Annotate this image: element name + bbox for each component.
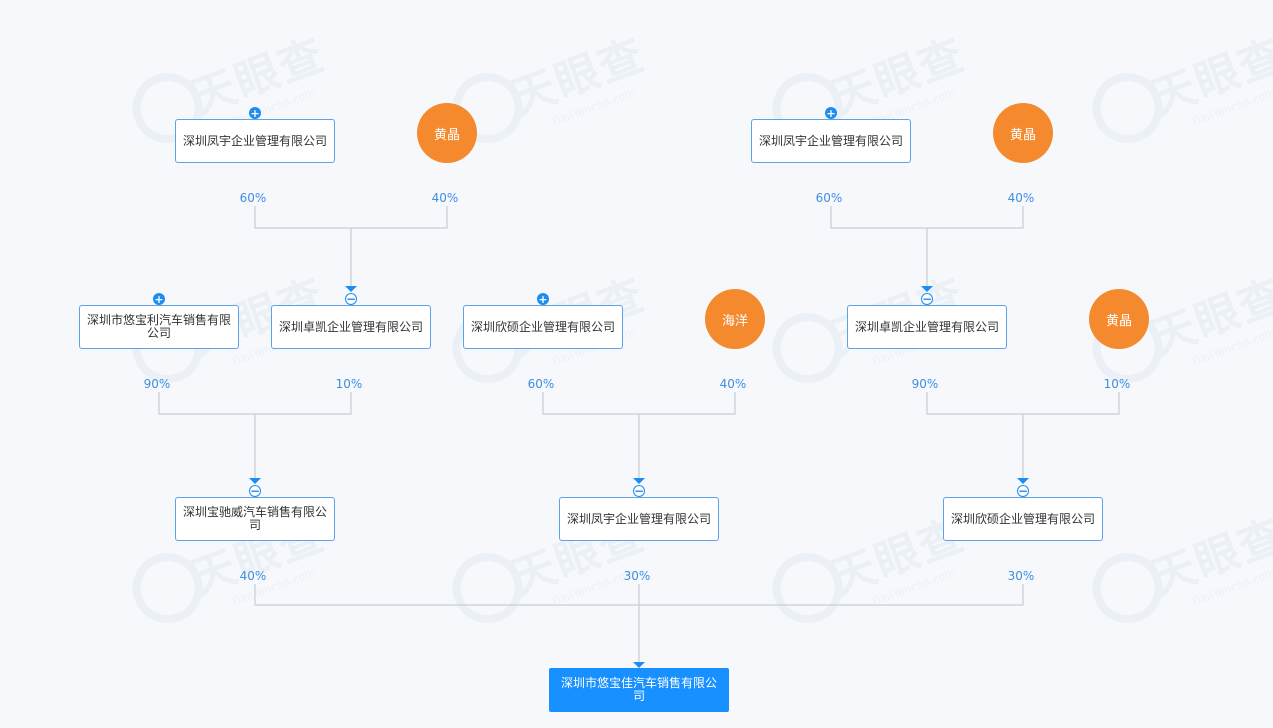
node-label: 深圳宝驰威汽车销售有限公司 (182, 505, 327, 532)
collapse-icon[interactable]: − (1017, 483, 1029, 498)
share-percent: 60% (815, 191, 843, 205)
arrow-head (921, 286, 933, 292)
person-node-haiyang[interactable]: 海洋 (705, 289, 765, 349)
node-label: 深圳凤宇企业管理有限公司 (566, 511, 711, 526)
connector-line (926, 392, 1120, 415)
arrow-head (345, 286, 357, 292)
node-label: 深圳市悠宝利汽车销售有限公司 (86, 313, 231, 340)
connector-line (830, 206, 1024, 229)
person-node-huangjing[interactable]: 黄晶 (417, 103, 477, 163)
connector-line (254, 206, 448, 229)
node-label: 深圳凤宇企业管理有限公司 (182, 133, 327, 148)
share-percent: 10% (335, 377, 363, 391)
connector-line (542, 392, 736, 415)
company-node-zhuokai[interactable]: 深圳卓凯企业管理有限公司 (271, 305, 431, 349)
arrow-head (633, 478, 645, 484)
collapse-icon[interactable]: − (345, 291, 357, 306)
node-label: 深圳欣硕企业管理有限公司 (470, 319, 615, 334)
share-percent: 40% (719, 377, 747, 391)
share-percent: 30% (1007, 569, 1035, 583)
company-node-xinshuo[interactable]: 深圳欣硕企业管理有限公司 (943, 497, 1103, 541)
arrow-head (633, 662, 645, 668)
arrow-head (1017, 478, 1029, 484)
collapse-icon[interactable]: − (249, 483, 261, 498)
expand-icon[interactable]: + (153, 292, 165, 306)
arrow-head (249, 478, 261, 484)
company-node-xinshuo[interactable]: 深圳欣硕企业管理有限公司 (463, 305, 623, 349)
node-label: 黄晶 (1105, 313, 1132, 329)
expand-icon[interactable]: + (825, 106, 837, 120)
share-percent: 40% (431, 191, 459, 205)
company-node-fengyu[interactable]: 深圳凤宇企业管理有限公司 (751, 119, 911, 163)
node-label: 深圳卓凯企业管理有限公司 (278, 319, 423, 334)
connector-line (158, 392, 352, 415)
node-label: 黄晶 (433, 127, 460, 143)
collapse-icon[interactable]: − (921, 291, 933, 306)
share-percent: 60% (527, 377, 555, 391)
company-node-fengyu[interactable]: 深圳凤宇企业管理有限公司 (175, 119, 335, 163)
share-percent: 40% (239, 569, 267, 583)
company-node-baochiwei[interactable]: 深圳宝驰威汽车销售有限公司 (175, 497, 335, 541)
collapse-icon[interactable]: − (633, 483, 645, 498)
person-node-huangjing[interactable]: 黄晶 (1089, 289, 1149, 349)
share-percent: 60% (239, 191, 267, 205)
node-label: 深圳凤宇企业管理有限公司 (758, 133, 903, 148)
company-node-youbaoli[interactable]: 深圳市悠宝利汽车销售有限公司 (79, 305, 239, 349)
share-percent: 30% (623, 569, 651, 583)
expand-icon[interactable]: + (249, 106, 261, 120)
node-label: 黄晶 (1009, 127, 1036, 143)
node-label: 深圳卓凯企业管理有限公司 (854, 319, 999, 334)
share-percent: 10% (1103, 377, 1131, 391)
share-percent: 40% (1007, 191, 1035, 205)
person-node-huangjing[interactable]: 黄晶 (993, 103, 1053, 163)
expand-icon[interactable]: + (537, 292, 549, 306)
node-label: 深圳市悠宝佳汽车销售有限公司 (560, 676, 717, 703)
company-node-fengyu[interactable]: 深圳凤宇企业管理有限公司 (559, 497, 719, 541)
target-company-node[interactable]: 深圳市悠宝佳汽车销售有限公司 (549, 668, 729, 712)
node-label: 深圳欣硕企业管理有限公司 (950, 511, 1095, 526)
node-label: 海洋 (721, 313, 748, 329)
share-percent: 90% (143, 377, 171, 391)
share-percent: 90% (911, 377, 939, 391)
company-node-zhuokai[interactable]: 深圳卓凯企业管理有限公司 (847, 305, 1007, 349)
